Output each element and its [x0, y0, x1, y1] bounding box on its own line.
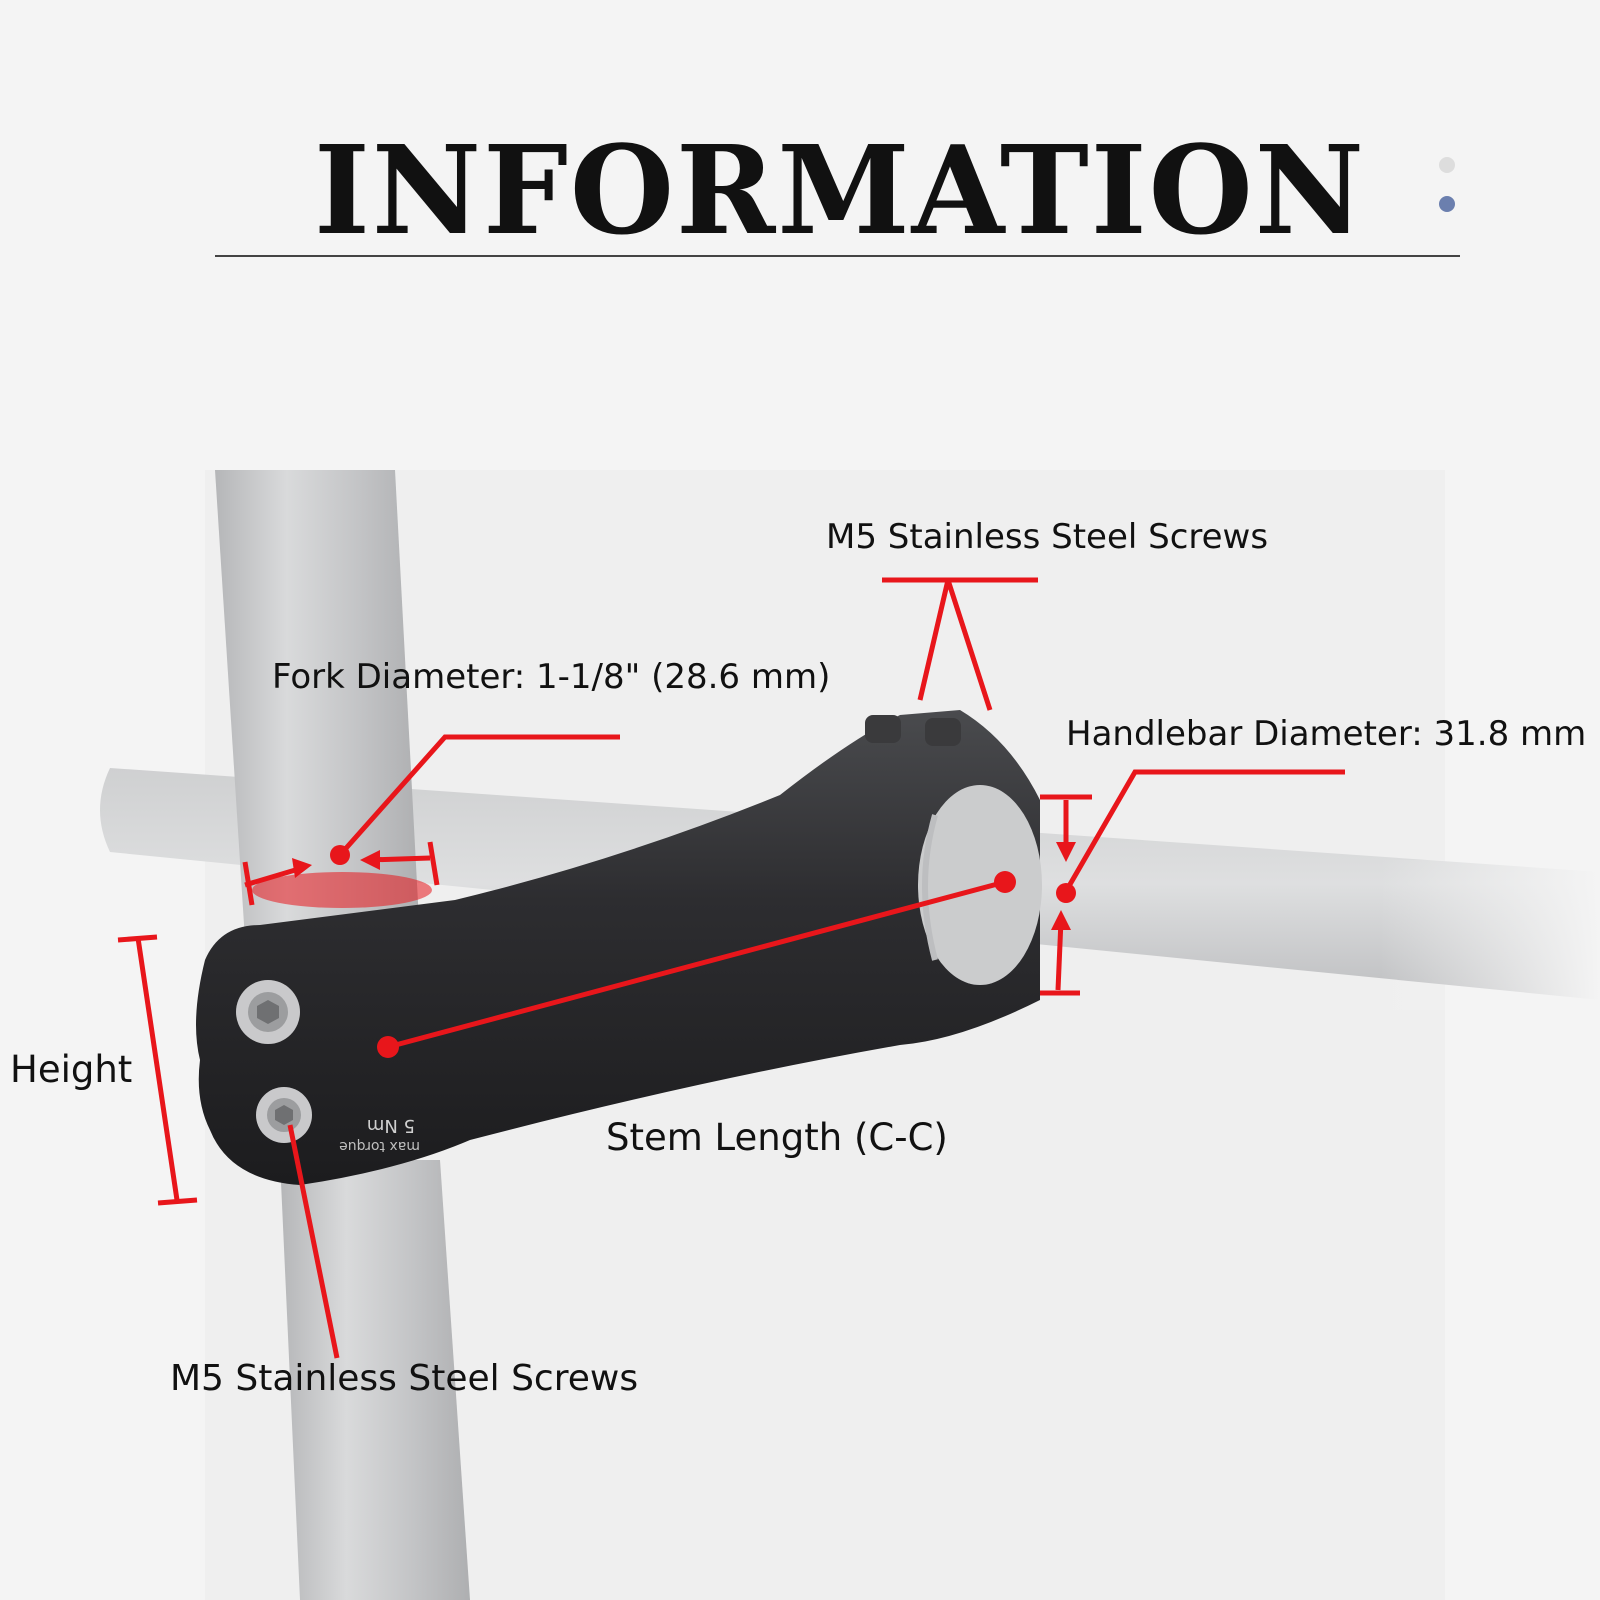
top-screw-1 — [865, 715, 901, 743]
label-bottom-screws: M5 Stainless Steel Screws — [170, 1358, 639, 1399]
carousel-dot-inactive[interactable] — [1439, 157, 1455, 173]
label-handlebar-diameter: Handlebar Diameter: 31.8 mm — [1066, 714, 1587, 754]
top-screw-2 — [925, 718, 961, 746]
stem-torque-caption: max torque — [339, 1138, 420, 1154]
carousel-dot-active[interactable] — [1439, 196, 1455, 212]
fork-diameter-point — [330, 845, 350, 865]
fork-right-arrowhead — [360, 850, 380, 870]
page-title: INFORMATION — [313, 118, 1367, 262]
stem-length-start-point — [377, 1036, 399, 1058]
annotation-arrowheads — [292, 842, 1076, 1058]
label-height: Height — [10, 1048, 133, 1091]
stem-torque-marking: 5 Nm — [367, 1115, 415, 1136]
stem-bar-clamp-face — [918, 785, 1042, 985]
label-fork-diameter: Fork Diameter: 1-1/8" (28.6 mm) — [272, 657, 831, 697]
bar-upper-arrowhead — [1056, 842, 1076, 862]
stem-length-end-point — [994, 871, 1016, 893]
title-divider — [215, 255, 1460, 257]
front-screw-lower — [256, 1087, 312, 1143]
bar-lower-arrowhead — [1051, 910, 1071, 930]
label-stem-length: Stem Length (C-C) — [606, 1116, 948, 1159]
label-top-screws: M5 Stainless Steel Screws — [826, 517, 1269, 557]
fork-diameter-highlight — [252, 872, 432, 908]
fork-left-arrowhead — [292, 858, 312, 878]
annotations — [117, 577, 1345, 1359]
stem: 5 Nm max torque — [196, 710, 1042, 1185]
handlebar-diameter-point — [1056, 883, 1076, 903]
front-screw-upper — [236, 980, 300, 1044]
